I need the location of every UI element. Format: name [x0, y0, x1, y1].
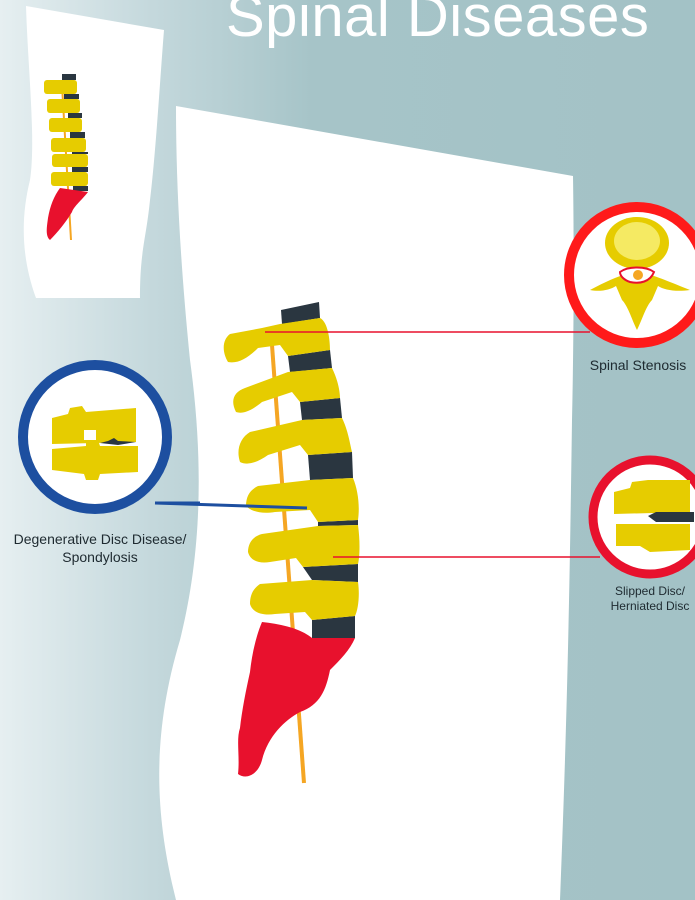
degenerative-disc-label-line1: Degenerative Disc Disease/: [13, 531, 187, 547]
slipped-disc-label-line2: Herniated Disc: [610, 599, 690, 613]
herniated-disc-icon: [614, 480, 694, 552]
lumbar-spine: [223, 302, 360, 784]
spinal-stenosis-callout: [564, 202, 695, 348]
degenerative-disc-label-line2: Spondylosis: [62, 548, 138, 565]
thumbnail-figure: [23, 6, 164, 298]
slipped-disc-callout: [588, 455, 695, 579]
spinal-stenosis-label: Spinal Stenosis: [589, 357, 687, 373]
degenerative-disc-label: Degenerative Disc Disease/ Spondylosis: [0, 531, 200, 566]
page-title: Spinal Diseases: [226, 0, 650, 49]
slipped-disc-label-line1: Slipped Disc/: [614, 584, 686, 598]
slipped-disc-label: Slipped Disc/ Herniated Disc: [600, 584, 695, 614]
sacrum: [238, 622, 355, 777]
vertebra-axial-stenosis-icon: [590, 217, 690, 330]
main-figure: [159, 106, 574, 900]
degenerated-disc-icon: [52, 406, 138, 480]
thumbnail-spine: [44, 74, 88, 241]
degenerative-disc-callout: [18, 360, 200, 514]
